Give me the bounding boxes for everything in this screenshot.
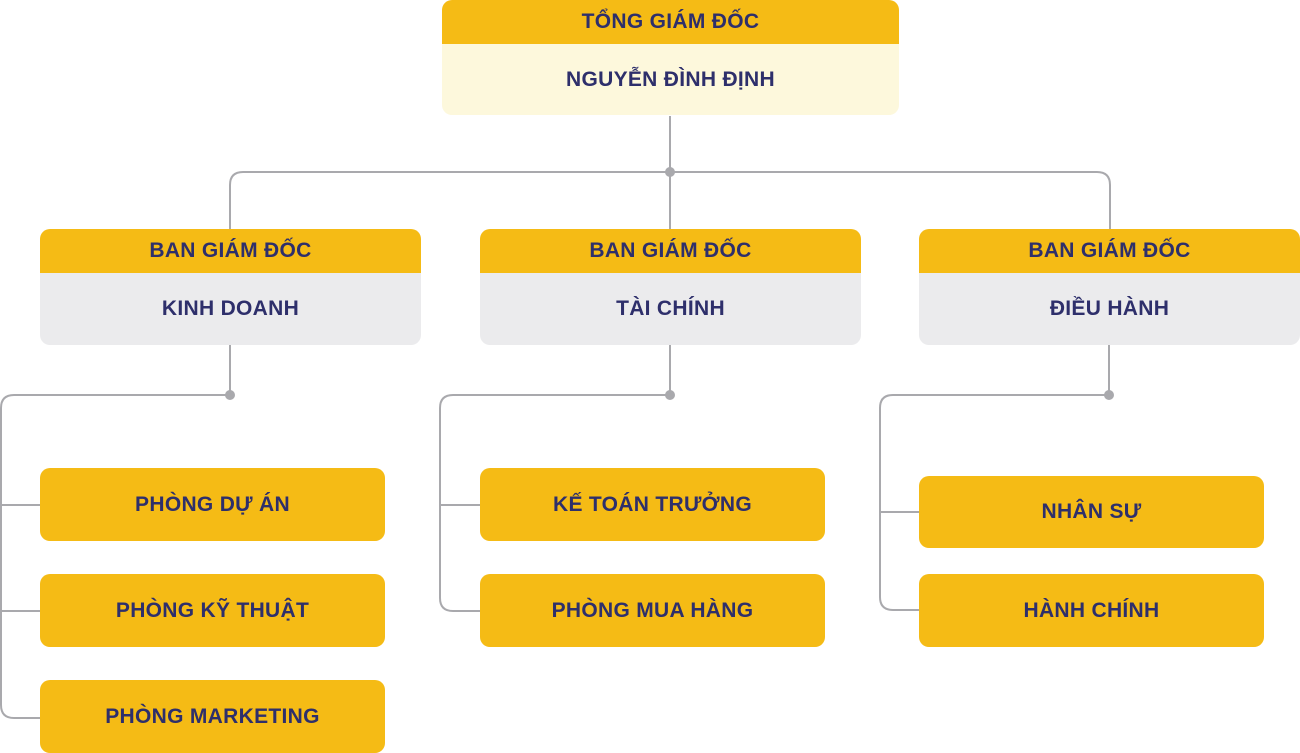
junction-dot bbox=[665, 390, 675, 400]
manager-box-tai-chinh: BAN GIÁM ĐỐC TÀI CHÍNH bbox=[480, 229, 861, 345]
connector-taichinh-tree bbox=[439, 394, 670, 612]
connector-dieuhanh-tree bbox=[879, 394, 1109, 611]
dept-phong-mua-hang: PHÒNG MUA HÀNG bbox=[480, 574, 825, 647]
dept-phong-ky-thuat: PHÒNG KỸ THUẬT bbox=[40, 574, 385, 647]
dept-hanh-chinh: HÀNH CHÍNH bbox=[919, 574, 1264, 647]
manager-title: BAN GIÁM ĐỐC bbox=[480, 229, 861, 273]
junction-dot bbox=[225, 390, 235, 400]
junction-dot bbox=[1104, 390, 1114, 400]
manager-name: TÀI CHÍNH bbox=[480, 273, 861, 345]
dept-ke-toan-truong: KẾ TOÁN TRƯỞNG bbox=[480, 468, 825, 541]
connector-kinhdoanh-tree bbox=[0, 394, 230, 719]
ceo-box: TỔNG GIÁM ĐỐC NGUYỄN ĐÌNH ĐỊNH bbox=[442, 0, 899, 115]
ceo-title: TỔNG GIÁM ĐỐC bbox=[442, 0, 899, 44]
manager-title: BAN GIÁM ĐỐC bbox=[40, 229, 421, 273]
manager-box-dieu-hanh: BAN GIÁM ĐỐC ĐIỀU HÀNH bbox=[919, 229, 1300, 345]
dept-nhan-su: NHÂN SỰ bbox=[919, 476, 1264, 548]
dept-phong-marketing: PHÒNG MARKETING bbox=[40, 680, 385, 753]
manager-name: ĐIỀU HÀNH bbox=[919, 273, 1300, 345]
dept-phong-du-an: PHÒNG DỰ ÁN bbox=[40, 468, 385, 541]
junction-dot bbox=[665, 167, 675, 177]
manager-title: BAN GIÁM ĐỐC bbox=[919, 229, 1300, 273]
manager-box-kinh-doanh: BAN GIÁM ĐỐC KINH DOANH bbox=[40, 229, 421, 345]
ceo-name: NGUYỄN ĐÌNH ĐỊNH bbox=[442, 44, 899, 115]
manager-name: KINH DOANH bbox=[40, 273, 421, 345]
